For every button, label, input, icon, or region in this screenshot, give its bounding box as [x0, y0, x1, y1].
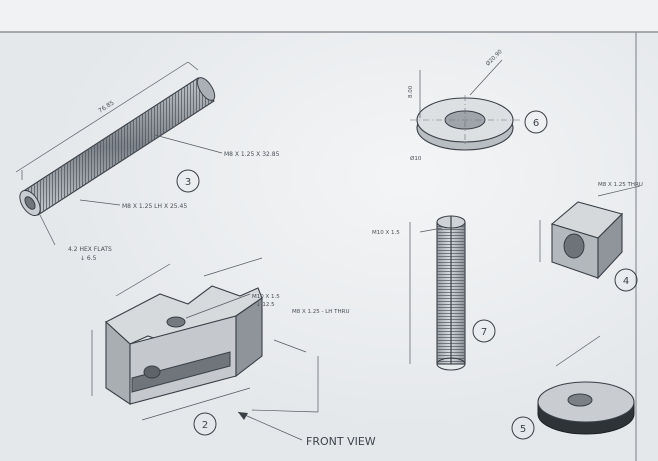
callout-part-4 [614, 268, 638, 292]
washer-inner-dim: Ø10 [410, 155, 422, 162]
rod-thread-b-note: M8 X 1.25 LH X 25.45 [122, 203, 187, 210]
front-view-arrowhead [238, 412, 248, 420]
callout-part-3 [176, 169, 200, 193]
part-7-threaded-cylinder [409, 215, 466, 371]
rod-thread-a-note: M8 X 1.25 X 32.85 [224, 151, 280, 158]
callout-part-2-num: 2 [202, 420, 208, 431]
callout-part-2 [193, 412, 217, 436]
leader-rod-thread-b [79, 199, 121, 206]
block-thread-a-depth: ↓ 12.5 [256, 301, 275, 308]
callout-part-5 [511, 416, 535, 440]
part-5-disc [537, 335, 635, 435]
part-2-slotted-block [91, 257, 319, 421]
front-view-title: FRONT VIEW [306, 435, 376, 448]
callout-part-6 [524, 110, 548, 134]
callout-part-6-num: 6 [533, 118, 539, 129]
callout-part-5-num: 5 [520, 424, 526, 435]
callout-part-7-num: 7 [481, 327, 487, 338]
callout-part-4-num: 4 [623, 276, 629, 287]
part-4-small-block [539, 185, 641, 280]
block-thread-a-note: M10 X 1.5 [252, 294, 280, 300]
callout-part-3-num: 3 [185, 177, 191, 188]
leader-hex [39, 214, 56, 246]
callout-part-7 [472, 319, 496, 343]
hex-flats-note: 4.2 HEX FLATS [68, 246, 112, 253]
front-view-arrow [237, 411, 303, 441]
small-block-thread-note: M8 X 1.25 THRU [598, 182, 643, 188]
block-thread-b-note: M8 X 1.25 - LH THRU [292, 309, 350, 315]
top-strip [0, 0, 658, 32]
part-6-washer [410, 59, 520, 151]
leader-rod-thread-a [154, 134, 223, 154]
hex-depth-note: ↓ 6.5 [80, 255, 97, 262]
cylinder-thread-note: M10 X 1.5 [372, 230, 400, 236]
part-3-threaded-rod [15, 61, 216, 217]
washer-thickness-dim: 8.00 [408, 85, 414, 98]
